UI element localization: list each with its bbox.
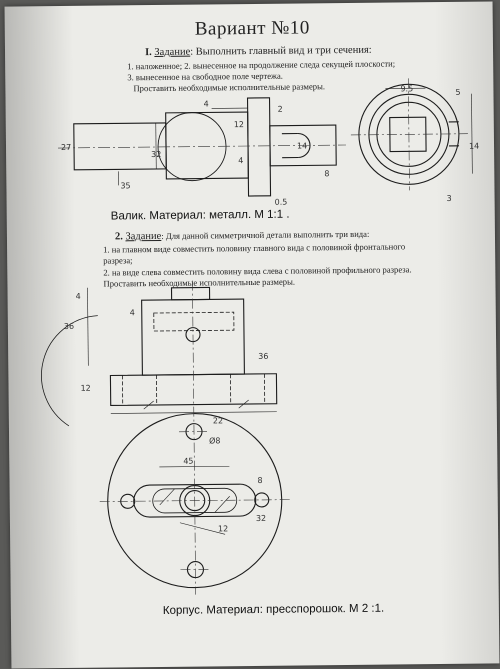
dim-label: 22 (213, 416, 223, 425)
dim-label: 8 (257, 476, 262, 485)
housing-drawing (5, 1, 500, 668)
dim-label: Ø8 (209, 436, 220, 445)
dim-label: 4 (76, 292, 81, 301)
dim-label: 36 (258, 352, 268, 361)
dim-label: 36 (64, 322, 74, 331)
worksheet-page: Вариант №10 I. Задание: Выполнить главны… (5, 1, 500, 668)
dim-label: 32 (256, 514, 266, 523)
dim-label: 12 (218, 524, 228, 533)
housing-top-boss (172, 287, 210, 299)
dim-label: 12 (81, 384, 91, 393)
dim-label: 4 (130, 308, 135, 317)
dim-label: 45 (183, 457, 193, 466)
